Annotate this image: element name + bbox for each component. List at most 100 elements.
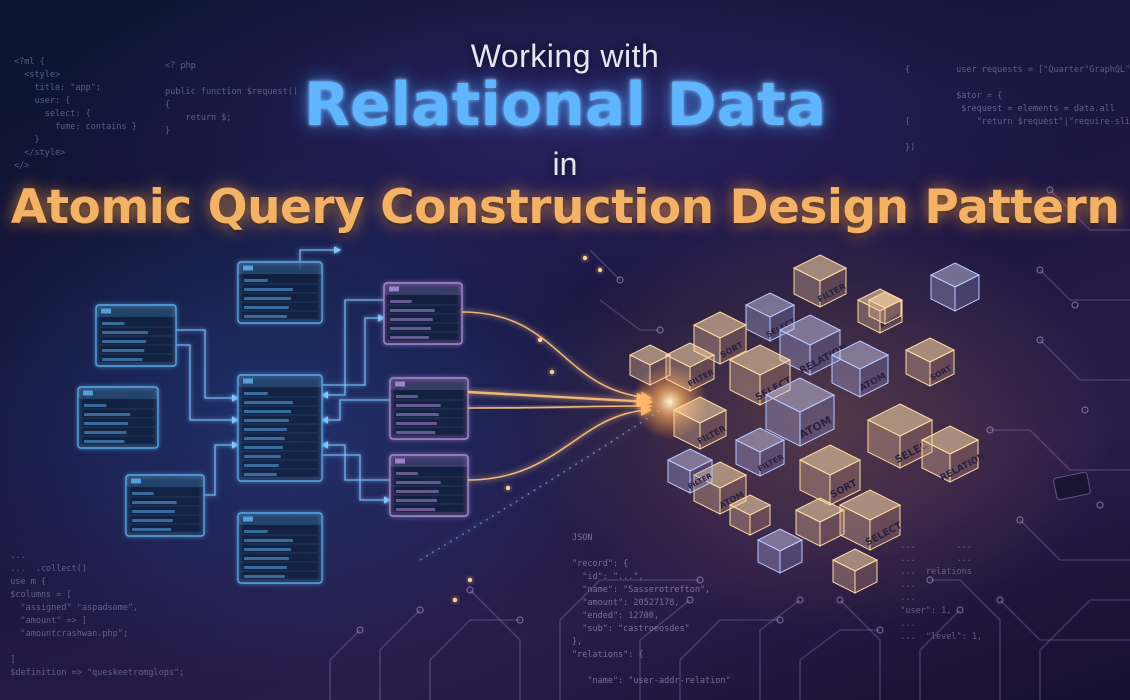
- table-header: [384, 283, 462, 295]
- table-row: [396, 490, 439, 493]
- table-connector: [204, 441, 240, 496]
- code-snippet-json: JSON "record": { "id": "...", "name": "S…: [572, 533, 731, 686]
- circuit-trace: [1039, 269, 1130, 301]
- table-connector: [176, 344, 240, 424]
- cube-right-face: [719, 324, 747, 365]
- circuit-traces: [329, 186, 1130, 700]
- circuit-pad: [1046, 186, 1054, 194]
- table-header: [238, 513, 322, 525]
- table-row: [396, 422, 437, 425]
- cube-right-face: [819, 509, 845, 547]
- circuit-pad: [986, 426, 994, 434]
- cube-right-face: [779, 539, 803, 574]
- table-row: [390, 336, 430, 339]
- table-row: [396, 508, 436, 511]
- query-cube: FILTER: [792, 254, 848, 308]
- cube-right-face: [884, 299, 902, 325]
- circuit-pad: [696, 576, 704, 584]
- circuit-pad: [356, 626, 364, 634]
- table-row: [244, 437, 285, 440]
- circuit-trace: [999, 599, 1130, 641]
- table-row: [396, 472, 418, 475]
- cube-right-face: [759, 439, 785, 477]
- table-header: [126, 475, 204, 487]
- table-row: [84, 422, 129, 425]
- code-snippet-top-left: <?ml { <style> title: "app"; user: { sel…: [14, 57, 137, 171]
- table-row: [396, 395, 418, 398]
- table-row: [244, 288, 293, 291]
- table-row: [244, 566, 287, 569]
- table-row: [102, 349, 145, 352]
- query-atom-cubes: FILTERSELECTATOMSORTRELATIONFILTERSELECT…: [628, 254, 987, 594]
- circuit-trace: [799, 629, 880, 700]
- circuit-pad: [656, 326, 664, 334]
- flow-beam: [461, 311, 653, 403]
- table-row: [244, 306, 289, 309]
- circuit-trace: [839, 599, 881, 700]
- circuit-trace: [599, 299, 660, 331]
- table-connector: [320, 441, 390, 481]
- table-row: [102, 331, 149, 334]
- table-header: [390, 455, 468, 467]
- table-right: [389, 377, 469, 440]
- table-row: [244, 446, 283, 449]
- cube-right-face: [699, 409, 727, 450]
- cube-right-face: [649, 354, 671, 386]
- circuit-pad: [776, 616, 784, 624]
- query-cube: RELATION: [920, 425, 987, 484]
- circuit-pad: [956, 606, 964, 614]
- circuit-trace: [329, 629, 361, 700]
- flow-beam: [419, 409, 661, 561]
- table-connector: [320, 399, 390, 424]
- table-row: [102, 358, 143, 361]
- table-center: [237, 374, 323, 482]
- cube-right-face: [954, 274, 980, 312]
- table-row: [132, 492, 154, 495]
- light-particle: [582, 255, 588, 261]
- circuit-trace: [469, 589, 521, 700]
- circuit-pad: [466, 586, 474, 594]
- table-row: [390, 309, 435, 312]
- table-row: [396, 413, 439, 416]
- table-row: [132, 528, 172, 531]
- circuit-pad: [1081, 406, 1089, 414]
- circuit-trace: [930, 579, 1001, 700]
- circuit-trace: [379, 609, 421, 700]
- query-cube: SORT: [904, 337, 956, 387]
- table-header: [238, 375, 322, 387]
- cube-right-face: [689, 354, 715, 392]
- table-row: [132, 519, 173, 522]
- table-key-icon: [131, 478, 141, 484]
- table-key-icon: [243, 378, 253, 384]
- data-flow-beams: [419, 255, 708, 603]
- table-connector: [322, 314, 386, 386]
- cube-right-face: [689, 459, 713, 494]
- cube-right-face: [929, 349, 955, 387]
- table-row: [132, 510, 175, 513]
- light-particle: [452, 597, 458, 603]
- table-row: [244, 410, 291, 413]
- circuit-trace: [429, 619, 520, 700]
- query-cube: SELECT: [728, 344, 794, 406]
- table-row: [390, 318, 433, 321]
- table-row: [244, 279, 268, 282]
- table-row: [102, 322, 125, 325]
- circuit-trace: [1019, 519, 1130, 561]
- query-cube: ATOM: [830, 340, 890, 398]
- query-cube: SORT: [798, 444, 862, 506]
- circuit-pad: [616, 276, 624, 284]
- table-top: [237, 261, 323, 324]
- table-row: [396, 431, 436, 434]
- table-header: [96, 305, 176, 317]
- query-cube: [929, 262, 981, 312]
- table-row: [84, 440, 125, 443]
- table-row: [84, 431, 127, 434]
- table-row: [244, 419, 289, 422]
- light-particle: [549, 369, 555, 375]
- cube-right-face: [854, 559, 878, 594]
- cube-right-face: [949, 439, 979, 483]
- table-key-icon: [101, 308, 111, 314]
- table-bottom: [237, 512, 323, 584]
- table-row: [244, 557, 289, 560]
- table-row: [244, 548, 291, 551]
